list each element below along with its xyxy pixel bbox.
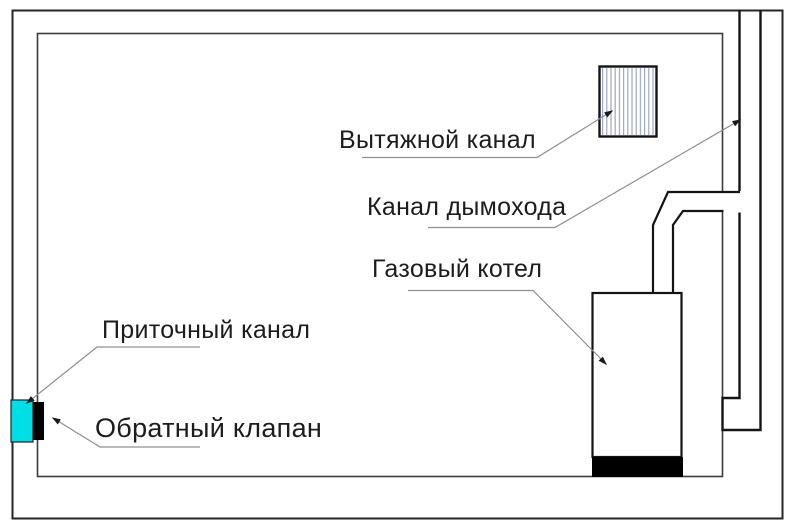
leader-supply-channel [25,346,200,404]
leader-gas-boiler [408,289,608,366]
label-check-valve: Обратный клапан [95,413,323,443]
supply-duct [10,399,34,443]
gas-boiler-base [592,457,683,477]
room-inner-outline [36,32,724,478]
flue-pipe-inner-edge [671,209,724,293]
leader-exhaust-channel [362,110,614,159]
leader-check-valve [51,417,200,448]
label-exhaust-channel: Вытяжной канал [339,126,536,154]
flue-pipe-body [653,192,739,292]
label-supply-channel: Приточный канал [102,316,311,344]
flue-pipe-outer-edge [651,190,740,293]
gas-boiler-body [591,291,683,459]
exhaust-grille-hatching [601,68,655,135]
check-valve [33,402,44,440]
label-chimney-channel: Канал дымохода [367,193,567,221]
outer-wall-outline [11,9,784,520]
exhaust-grille-frame [598,65,658,138]
label-gas-boiler: Газовый котел [372,255,543,283]
chimney-channel-left-wall-lower [721,212,762,432]
leader-chimney-channel [428,119,742,229]
